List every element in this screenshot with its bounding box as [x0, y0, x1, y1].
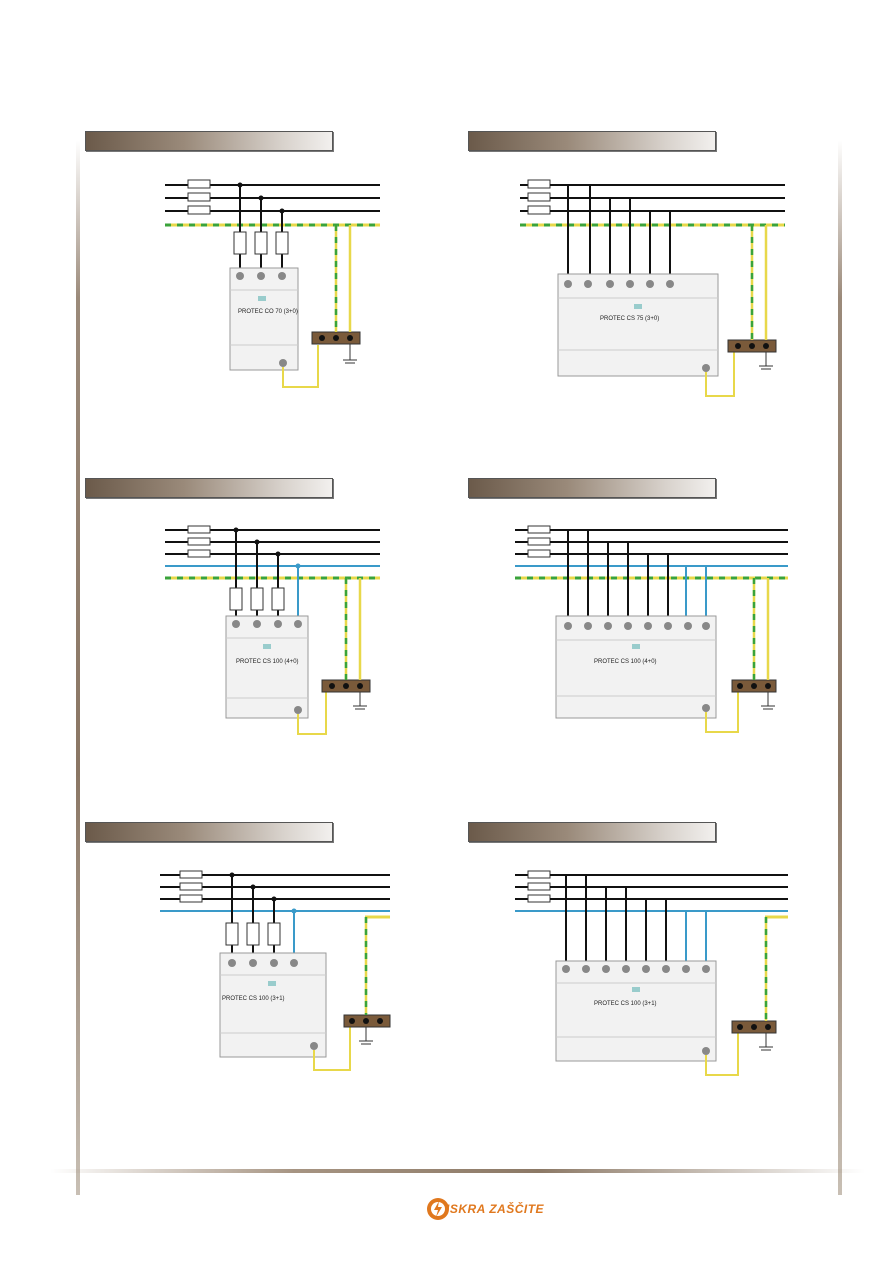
device-label-2: PROTEC CS 75 (3+0) — [600, 316, 659, 322]
page-border-left — [76, 140, 80, 1195]
page-border-right — [838, 140, 842, 1195]
wiring-diagram-3: PROTEC CS 100 (4+0) — [165, 525, 380, 735]
wiring-diagram-5: PROTEC CS 100 (3+1) — [160, 870, 391, 1071]
section-header-bar-2 — [468, 131, 716, 151]
wiring-diagram-4: PROTEC CS 100 (4+0) — [515, 525, 788, 733]
device-label-1: PROTEC CO 70 (3+0) — [238, 309, 298, 315]
device-label-5: PROTEC CS 100 (3+1) — [222, 996, 285, 1002]
device-label-6: PROTEC CS 100 (3+1) — [594, 1001, 657, 1007]
section-header-bar-3 — [85, 478, 333, 498]
wiring-diagram-2: PROTEC CS 75 (3+0) — [520, 179, 785, 397]
device-label-3: PROTEC CS 100 (4+0) — [236, 659, 299, 665]
device-label-4: PROTEC CS 100 (4+0) — [594, 659, 657, 665]
section-header-bar-1 — [85, 131, 333, 151]
iskra-logo-icon — [427, 1198, 449, 1220]
section-header-bar-4 — [468, 478, 716, 498]
section-header-bar-6 — [468, 822, 716, 842]
wiring-diagram-6: PROTEC CS 100 (3+1) — [515, 870, 788, 1076]
wiring-diagram-1: PROTEC CO 70 (3+0) — [165, 179, 380, 388]
company-logo-text: ISKRA ZAŠČITE — [446, 1202, 545, 1216]
section-header-bar-5 — [85, 822, 333, 842]
page-footer-rule — [50, 1169, 865, 1173]
